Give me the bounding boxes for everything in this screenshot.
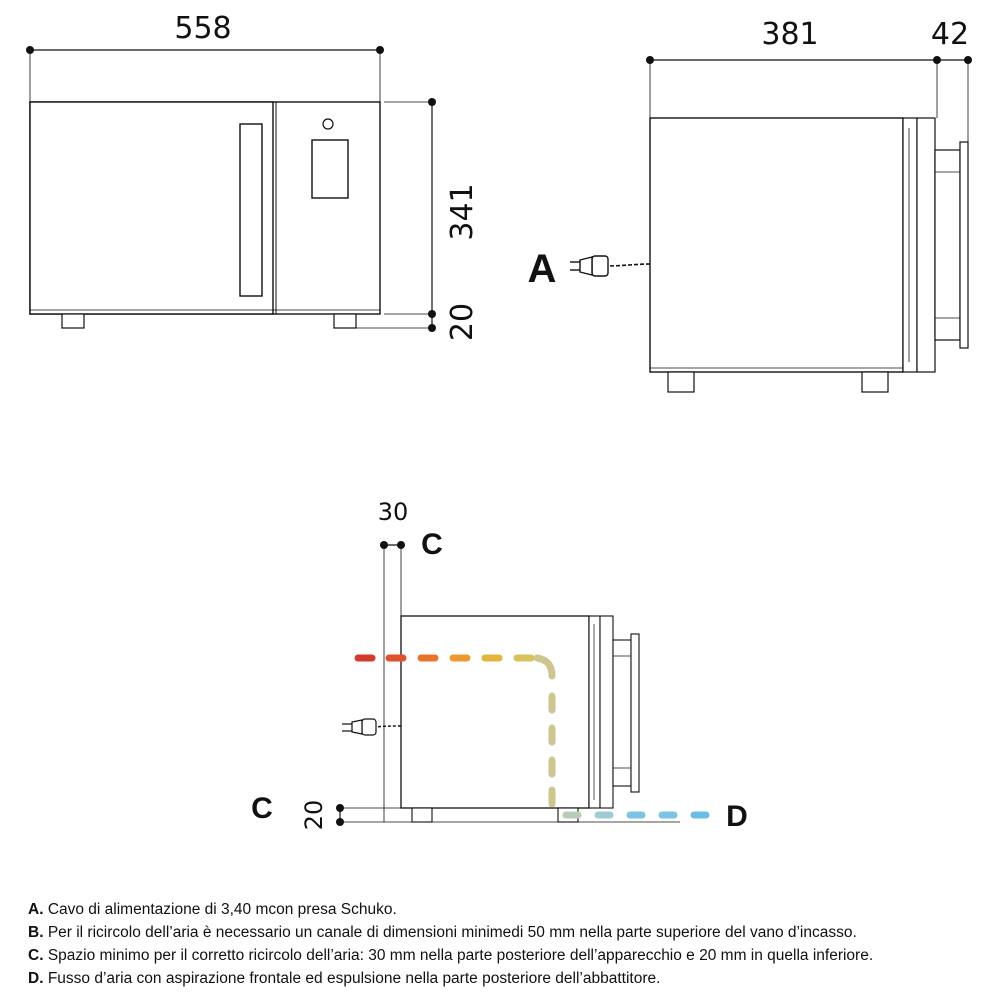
rear-gap-dimension: 30 C: [378, 498, 443, 822]
note-b-letter: B.: [28, 924, 44, 941]
front-height-dimension: 341 20: [356, 98, 480, 341]
front-feet-height-label: 20: [445, 303, 480, 341]
airflow-cabinet: [400, 615, 590, 809]
note-b: B. Per il ricircolo dell’aria è necessar…: [28, 921, 988, 944]
side-door-profile: [902, 117, 918, 373]
note-c-text: Spazio minimo per il corretto ricircolo …: [47, 947, 874, 964]
front-view: 558 341 20: [26, 11, 480, 341]
side-depth-dimension: 381 42: [646, 17, 972, 142]
clearance-label-top: C: [421, 528, 443, 561]
notes-list: A. Cavo di alimentazione di 3,40 mcon pr…: [28, 898, 988, 990]
note-c-letter: C.: [28, 947, 44, 964]
side-foot-front: [861, 371, 889, 393]
front-width-label: 558: [174, 11, 231, 46]
airflow-dash-corner: [533, 654, 556, 680]
front-foot-left: [61, 313, 85, 329]
airflow-handle: [612, 639, 632, 787]
note-d-text: Fusso d’aria con aspirazione frontale ed…: [47, 970, 661, 987]
airflow-power-plug-icon: [342, 718, 402, 736]
note-c: C. Spazio minimo per il corretto ricirco…: [28, 944, 988, 967]
technical-drawing: 558 341 20: [26, 11, 972, 833]
control-knob-icon: [322, 118, 334, 130]
note-a: A. Cavo di alimentazione di 3,40 mcon pr…: [28, 898, 988, 921]
front-height-label: 341: [445, 183, 480, 240]
note-a-text: Cavo di alimentazione di 3,40 mcon presa…: [47, 901, 397, 918]
flow-label-d: D: [726, 800, 748, 833]
airflow-path: [354, 654, 710, 819]
front-door: [29, 101, 274, 315]
note-b-text: Per il ricircolo dell’aria è necessario …: [47, 924, 857, 941]
note-d-letter: D.: [28, 970, 44, 987]
control-display: [311, 139, 349, 199]
front-foot-right: [333, 313, 357, 329]
power-plug-icon: [570, 255, 651, 277]
airflow-door-profile: [588, 615, 601, 809]
note-d: D. Fusso d’aria con aspirazione frontale…: [28, 967, 988, 990]
bottom-gap-label: 20: [300, 800, 328, 831]
side-handle-label: 42: [931, 17, 969, 52]
note-a-letter: A.: [28, 901, 44, 918]
cable-label-a: A: [528, 247, 557, 291]
front-width-dimension: 558: [26, 11, 384, 102]
side-view: 381 42 A: [528, 17, 972, 393]
side-foot-rear: [667, 371, 695, 393]
side-handle: [934, 149, 961, 341]
side-cabinet: [649, 117, 904, 373]
bottom-gap-dimension: 20 C: [251, 792, 680, 830]
side-depth-label: 381: [761, 17, 818, 52]
rear-gap-label: 30: [378, 498, 409, 526]
door-handle: [239, 123, 263, 297]
airflow-foot-rear: [411, 807, 433, 823]
airflow-view: 30 C 20 C: [251, 498, 748, 833]
clearance-label-left: C: [251, 792, 273, 825]
